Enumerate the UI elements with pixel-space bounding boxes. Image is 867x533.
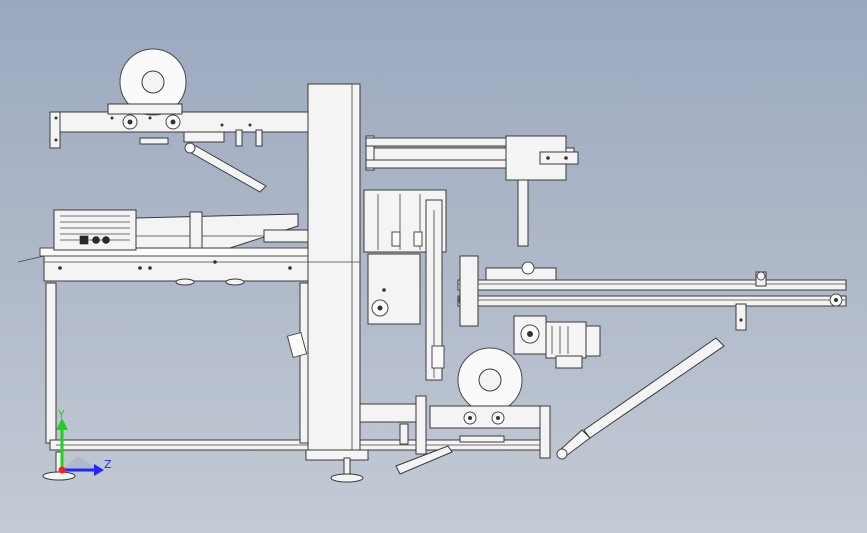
tape-head	[363, 189, 447, 381]
leveling-feet	[42, 451, 364, 483]
coordinate-triad: Y Z	[56, 408, 112, 476]
upper-right-cylinder	[365, 135, 579, 247]
conveyor-motor	[513, 315, 601, 369]
lower-tape-arm	[359, 395, 551, 475]
top-tape-roll	[107, 48, 187, 116]
upper-tape-arm	[49, 111, 309, 193]
cutter-ramp	[135, 211, 309, 249]
y-axis-label: Y	[57, 408, 65, 421]
z-axis-label: Z	[104, 458, 112, 471]
support-strut	[556, 337, 725, 460]
right-conveyor	[457, 255, 847, 331]
control-box	[53, 209, 137, 251]
bottom-tape-roll	[457, 347, 523, 413]
center-column	[286, 83, 369, 461]
left-table	[17, 247, 311, 286]
